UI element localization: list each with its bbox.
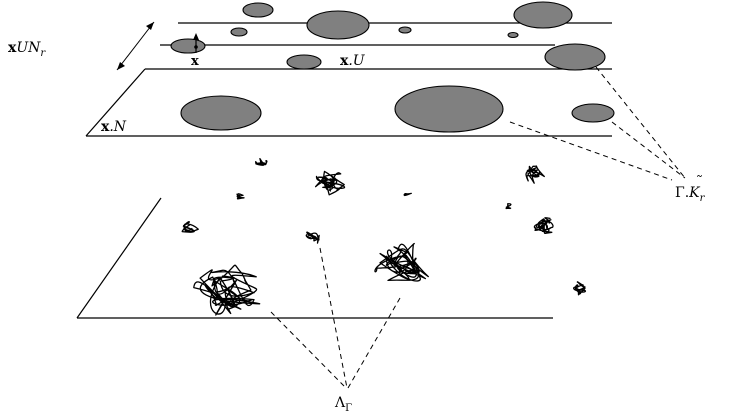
scribble-icon (505, 203, 512, 210)
disk (571, 103, 615, 123)
disk (513, 1, 573, 29)
pointers-gamma-Kr (509, 66, 686, 181)
label-xN: x.N (101, 119, 127, 135)
scribble-icon (525, 165, 545, 184)
disk (398, 26, 412, 34)
lower-plane (76, 197, 553, 319)
disk (306, 10, 370, 40)
scribble-icon (193, 264, 261, 316)
scribble-icon (314, 170, 346, 196)
disk (230, 27, 248, 37)
orbit-arrow-icon (116, 21, 155, 71)
label-xUNr: xUNr (8, 40, 46, 59)
disk (180, 95, 262, 131)
scribble-icon (374, 242, 429, 282)
disk (544, 43, 606, 71)
pointers-lambda (270, 247, 401, 389)
disk (170, 38, 206, 54)
upper-leaf-lines (145, 22, 612, 70)
label-xU: x.U (340, 53, 366, 69)
disk (242, 2, 274, 18)
scribble-icon (305, 231, 320, 244)
point-x-marker (193, 33, 199, 53)
scribbles-limit-set (181, 157, 587, 316)
label-gamma-Kr-tilde: ˜ (696, 174, 703, 190)
label-x-point: x (191, 54, 199, 69)
scribble-icon (573, 281, 587, 296)
label-lambda-gamma: ΛΓ (334, 395, 352, 414)
disk (286, 54, 322, 70)
label-gamma-Kr: Γ.Kr (675, 185, 706, 204)
disk (394, 85, 504, 133)
disks-gamma-Kr (170, 1, 615, 133)
scribble-icon (236, 193, 245, 200)
scribble-icon (533, 217, 554, 235)
scribble-icon (255, 157, 268, 166)
scribble-icon (403, 192, 412, 197)
disk (507, 31, 519, 39)
plane-xN (85, 68, 612, 137)
scribble-icon (181, 221, 199, 233)
